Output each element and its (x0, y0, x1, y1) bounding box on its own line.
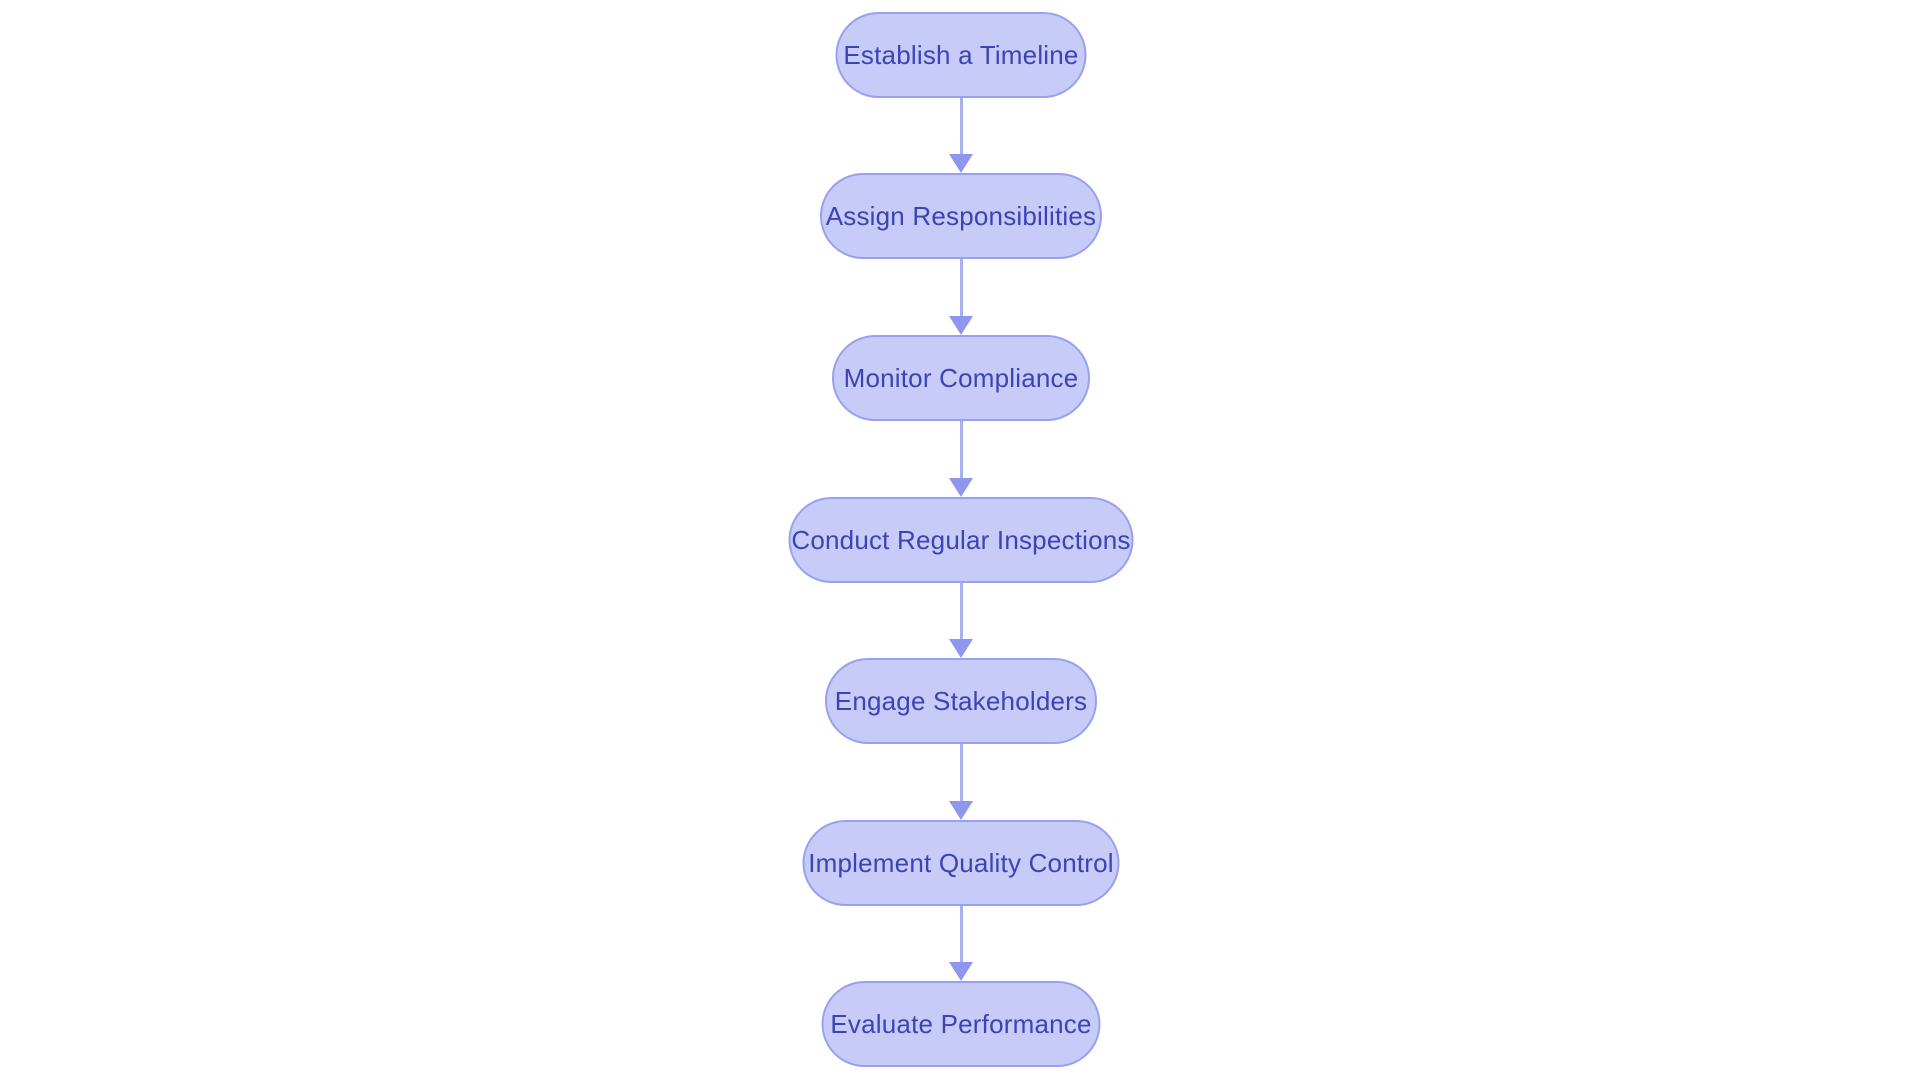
arrow-stem (959, 259, 963, 316)
node-engage-stakeholders: Engage Stakeholders (825, 658, 1097, 744)
arrow-connector (949, 98, 973, 173)
node-label: Establish a Timeline (843, 39, 1079, 70)
arrow-stem (959, 421, 963, 478)
node-monitor-compliance: Monitor Compliance (832, 335, 1090, 421)
arrow-connector (949, 906, 973, 981)
arrow-connector (949, 259, 973, 335)
arrow-stem (959, 906, 963, 962)
node-label: Evaluate Performance (830, 1008, 1092, 1039)
node-implement-quality-control: Implement Quality Control (802, 820, 1120, 906)
arrow-stem (959, 583, 963, 639)
arrow-stem (959, 98, 963, 154)
arrow-head-icon (949, 639, 973, 658)
node-establish-a-timeline: Establish a Timeline (835, 12, 1087, 98)
arrow-connector (949, 744, 973, 820)
arrow-connector (949, 583, 973, 658)
arrow-head-icon (949, 316, 973, 335)
node-evaluate-performance: Evaluate Performance (821, 981, 1101, 1067)
node-label: Assign Responsibilities (825, 200, 1097, 231)
node-label: Monitor Compliance (843, 362, 1079, 393)
node-label: Implement Quality Control (808, 847, 1114, 878)
arrow-head-icon (949, 478, 973, 497)
node-assign-responsibilities: Assign Responsibilities (820, 173, 1102, 259)
arrow-head-icon (949, 154, 973, 173)
arrow-head-icon (949, 962, 973, 981)
node-label: Engage Stakeholders (834, 685, 1088, 716)
arrow-stem (959, 744, 963, 801)
arrow-head-icon (949, 801, 973, 820)
node-label: Conduct Regular Inspections (791, 524, 1131, 555)
arrow-connector (949, 421, 973, 497)
node-conduct-regular-inspections: Conduct Regular Inspections (788, 497, 1134, 583)
